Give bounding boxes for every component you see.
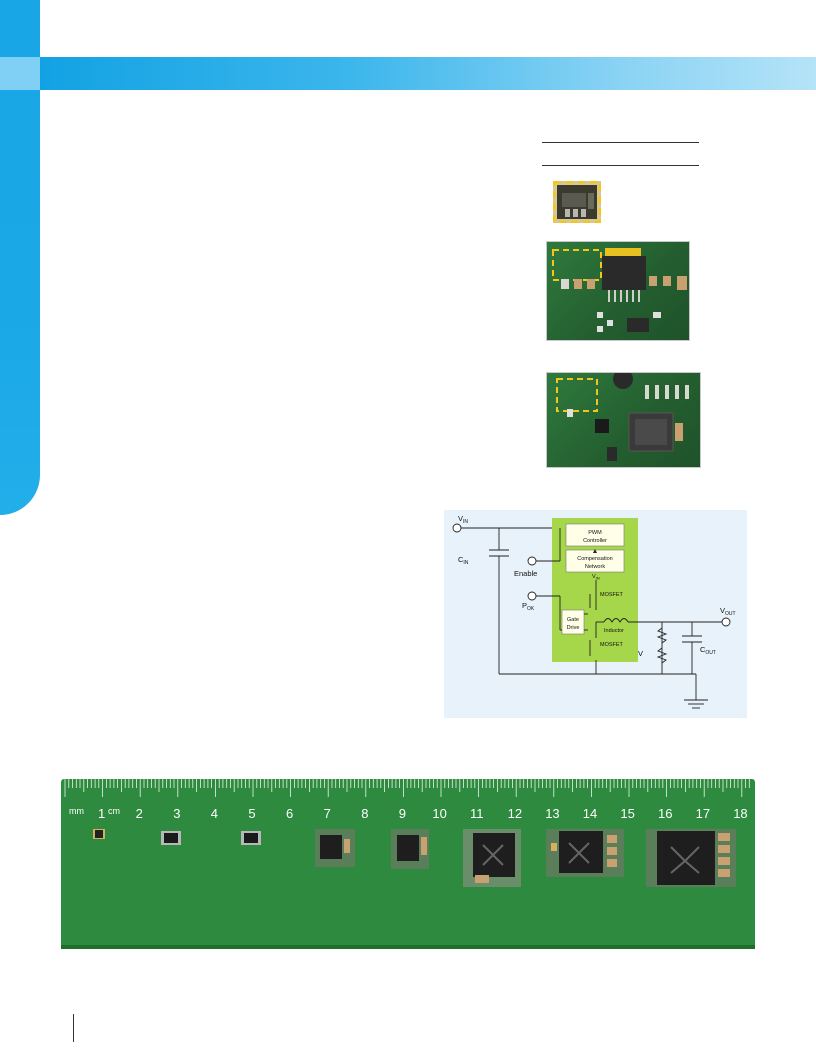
vin-label: V (458, 514, 463, 523)
ruler-label: 8 (361, 806, 369, 821)
module-photo-small (552, 180, 602, 224)
ruler-label: 14 (582, 806, 598, 821)
svg-text:Network: Network (585, 564, 605, 570)
footer-rule (73, 1014, 74, 1042)
svg-text:V: V (638, 649, 643, 658)
ruler-label: 17 (695, 806, 711, 821)
svg-text:Drive: Drive (567, 625, 580, 631)
module-samples (93, 829, 736, 887)
svg-text:VOUT: VOUT (720, 606, 736, 617)
svg-text:MOSFET: MOSFET (600, 592, 624, 598)
ruler-bottom-edge (61, 945, 755, 949)
table-rule-bottom (542, 165, 699, 166)
ruler-unit-cm: cm (108, 806, 120, 816)
module-2 (161, 831, 181, 845)
enable-label: Enable (514, 569, 537, 578)
module-3 (241, 831, 261, 845)
svg-text:Compensation: Compensation (577, 556, 612, 562)
svg-text:MOSFET: MOSFET (600, 642, 624, 648)
buck-converter-schematic: VIN CIN Enable POK PWM Controller Compen… (444, 510, 747, 718)
svg-text:Controller: Controller (583, 538, 607, 544)
ruler-label: 13 (545, 806, 560, 821)
pwm-controller-box (565, 523, 625, 547)
svg-text:CIN: CIN (458, 555, 469, 566)
ruler-label: 3 (173, 806, 181, 821)
svg-text:VIN: VIN (458, 514, 468, 525)
pcb-photo-linear (546, 241, 690, 341)
module-6 (463, 829, 521, 887)
table-rule-top (542, 142, 699, 143)
module-4 (315, 829, 355, 867)
ruler-label: 7 (323, 806, 331, 821)
module-7 (546, 829, 624, 877)
ruler-label: 4 (210, 806, 219, 821)
svg-text:VIN: VIN (592, 574, 600, 581)
ruler-label: 11 (470, 806, 484, 821)
ruler-label: 1 (98, 806, 106, 821)
svg-text:POK: POK (522, 601, 535, 612)
ruler-label: 5 (248, 806, 256, 821)
module-1 (93, 829, 105, 839)
ruler-unit-mm: mm (69, 806, 84, 816)
ruler-label: 9 (398, 806, 407, 821)
module-5 (391, 829, 429, 869)
svg-text:PWM: PWM (588, 530, 602, 536)
pcb-photo-switching (546, 372, 701, 468)
ruler-label: 2 (135, 806, 143, 821)
header-bar (40, 57, 816, 90)
side-tab (0, 57, 40, 90)
ruler-ticks (64, 779, 750, 797)
svg-text:COUT: COUT (700, 645, 716, 656)
svg-text:Inductor: Inductor (604, 628, 624, 634)
ruler-label: 18 (733, 806, 748, 821)
module-8 (646, 829, 736, 887)
ruler-label: 15 (620, 806, 635, 821)
ruler-label: 12 (507, 806, 523, 821)
ruler-label: 16 (658, 806, 673, 821)
ruler-label: 6 (286, 806, 294, 821)
gate-drive-box (561, 609, 585, 635)
svg-text:Gate: Gate (567, 617, 579, 623)
ruler-label: 10 (432, 806, 447, 821)
